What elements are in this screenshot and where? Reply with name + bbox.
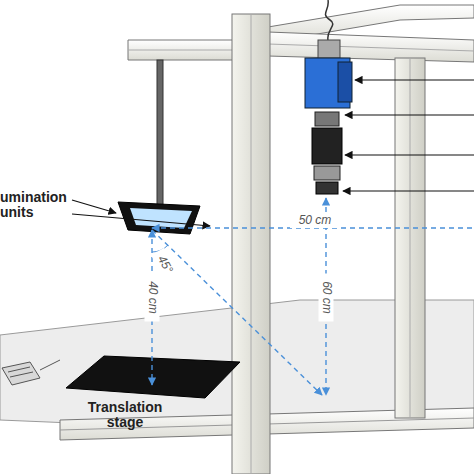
beam-groove <box>268 44 474 51</box>
controller-box <box>2 360 60 385</box>
dimension-label: 40 cm <box>145 274 160 322</box>
dimension-label: 60 cm <box>319 274 334 322</box>
frame-post <box>395 58 425 418</box>
camera <box>305 0 352 194</box>
post-groove <box>251 14 252 474</box>
illumination-lamp <box>118 202 200 234</box>
dimension-label: 50 cm <box>290 213 340 228</box>
part-label: umination units <box>0 190 80 220</box>
lamp-rod <box>157 60 163 208</box>
post-groove <box>410 58 411 418</box>
pointer-arrows <box>343 80 474 191</box>
top-beam <box>268 32 474 62</box>
part-label: Translation stage <box>80 400 170 430</box>
beam-groove <box>128 50 240 51</box>
leader-arrows <box>72 200 210 226</box>
top-beam <box>128 40 240 60</box>
frame-post <box>232 14 270 474</box>
translation-stage <box>66 356 240 398</box>
dimension-lines <box>152 198 474 395</box>
